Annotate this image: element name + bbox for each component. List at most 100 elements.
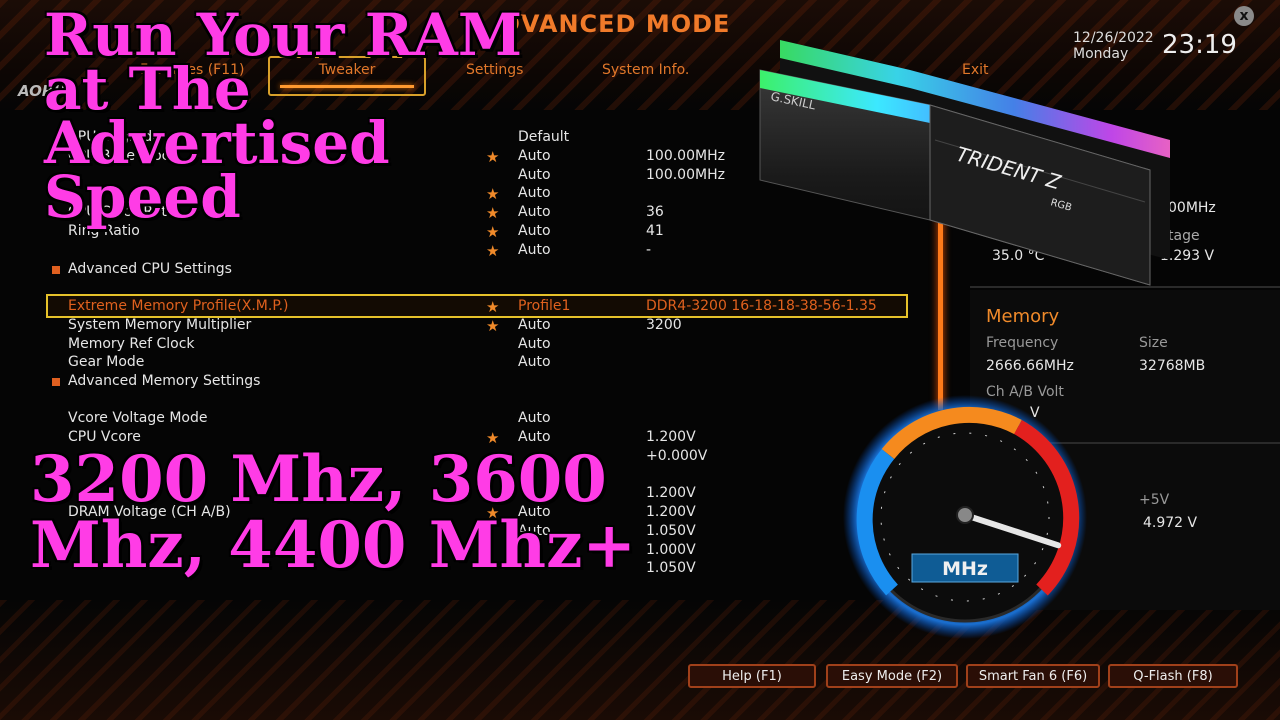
cpu-voltage-label: tage	[1168, 228, 1200, 244]
setting-value[interactable]: Auto	[518, 504, 551, 520]
current-value: 1.000V	[646, 541, 696, 558]
settings-row[interactable]: Auto 100.00MHz	[0, 167, 1000, 186]
speed-gauge: MHz	[843, 395, 1087, 639]
setting-value[interactable]: Auto	[518, 335, 551, 352]
setting-value[interactable]: Auto	[518, 241, 551, 258]
gauge-hub	[956, 506, 974, 524]
current-value: +0.000V	[646, 447, 708, 464]
favorite-star-icon[interactable]: ★	[486, 204, 500, 223]
setting-value[interactable]: Default	[518, 129, 570, 145]
weekday: Monday	[1073, 46, 1129, 62]
date: 12/26/2022	[1073, 30, 1154, 46]
settings-row[interactable]: Advanced Memory Settings	[0, 373, 1000, 392]
gauge-needle	[962, 512, 1062, 549]
date-display: 12/26/2022 Monday	[1073, 30, 1154, 62]
setting-name: DRAM Voltage (CH A/B)	[68, 504, 231, 520]
brand-logo: AORU	[18, 82, 66, 100]
easy-mode-button[interactable]: Easy Mode (F2)	[826, 664, 958, 688]
connector-line	[938, 210, 943, 410]
settings-row[interactable]: CPU Base Clock ★ Auto 100.00MHz	[0, 148, 1000, 167]
current-value: 41	[646, 223, 664, 239]
tab-tweaker[interactable]: Tweaker	[268, 56, 426, 96]
q-flash-button[interactable]: Q-Flash (F8)	[1108, 664, 1238, 688]
current-value: 36	[646, 204, 664, 221]
ram-sticks-image: G.SKILL TRIDENT Z RGB	[759, 40, 1170, 286]
gauge-unit-label: MHz	[942, 558, 988, 580]
settings-row[interactable]: Extreme Memory Profile(X.M.P.) ★ Profile1 D…	[0, 298, 1000, 317]
memory-voltage-label: Ch A/B Volt	[986, 384, 1064, 400]
settings-row[interactable]: Vcore Voltage Mode Auto	[0, 410, 1000, 429]
help-button[interactable]: Help (F1)	[688, 664, 816, 688]
settings-row[interactable]: 1.000V	[0, 542, 1000, 561]
settings-row[interactable]: 1.050V	[0, 560, 1000, 579]
setting-value[interactable]: Auto	[518, 204, 551, 221]
setting-name: Advanced CPU Settings	[68, 260, 232, 277]
settings-row[interactable]: +0.000V	[0, 448, 1000, 467]
setting-value[interactable]: Auto	[518, 354, 551, 371]
settings-row[interactable]: 1.200V	[0, 485, 1000, 504]
favorite-star-icon[interactable]: ★	[486, 241, 500, 260]
current-value: DDR4-3200 16-18-18-38-56-1.35	[646, 298, 877, 314]
settings-row[interactable]: ★ Auto	[0, 185, 1000, 204]
memory-frequency-label: Frequency	[986, 335, 1059, 351]
settings-row[interactable]: Auto 1.050V	[0, 523, 1000, 542]
setting-value[interactable]: Auto	[518, 428, 551, 445]
favorite-star-icon[interactable]: ★	[486, 316, 500, 335]
clock: 23:19	[1162, 30, 1237, 60]
setting-value[interactable]: Auto	[518, 185, 551, 202]
smart-fan-button[interactable]: Smart Fan 6 (F6)	[966, 664, 1100, 688]
favorite-star-icon[interactable]: ★	[486, 298, 500, 316]
tab-system-info[interactable]: System Info.	[602, 62, 690, 78]
tab-exit[interactable]: Exit	[962, 62, 989, 78]
cpu-temperature: 35.0 °C	[992, 248, 1045, 264]
favorite-star-icon[interactable]: ★	[486, 223, 500, 241]
settings-row[interactable]: System Memory Multiplier ★ Auto 3200	[0, 317, 1000, 336]
setting-name: System Memory Multiplier	[68, 316, 252, 333]
header-background	[0, 0, 1280, 110]
active-tab-indicator	[280, 85, 414, 88]
memory-section-title: Memory	[986, 306, 1060, 327]
settings-row[interactable]: ★ Auto -	[0, 242, 1000, 261]
setting-name: Vcore Voltage Mode	[68, 410, 208, 426]
current-value: 100.00MHz	[646, 166, 725, 183]
memory-size-label: Size	[1139, 335, 1168, 351]
current-value: 100.00MHz	[646, 147, 725, 164]
current-value: 3200	[646, 316, 682, 333]
setting-name: CPU Base Clock	[68, 147, 178, 164]
tab-tweaker-label: Tweaker	[318, 62, 376, 78]
setting-value[interactable]: Auto	[518, 147, 551, 164]
settings-row[interactable]: Advanced CPU Settings	[0, 261, 1000, 280]
plus5v-label: +5V	[1139, 492, 1170, 508]
tab-favorites[interactable]: Favorites (F11)	[140, 62, 245, 78]
current-value: 1.050V	[646, 522, 696, 539]
favorite-star-icon[interactable]: ★	[486, 147, 500, 166]
current-value: 1.200V	[646, 485, 696, 502]
favorite-star-icon[interactable]: ★	[486, 185, 500, 204]
current-value: -	[646, 241, 652, 258]
setting-value[interactable]: Auto	[518, 410, 551, 426]
setting-value[interactable]: Profile1	[518, 298, 571, 314]
side-divider	[970, 286, 1280, 288]
plus5v-value: 4.972 V	[1143, 515, 1198, 531]
setting-value[interactable]: Auto	[518, 166, 551, 183]
setting-value[interactable]: Auto	[518, 223, 551, 239]
favorite-star-icon[interactable]: ★	[486, 428, 500, 447]
cpu-frequency-value: 00MHz	[1168, 200, 1216, 216]
close-icon[interactable]: x	[1234, 6, 1254, 26]
setting-value[interactable]: Auto	[518, 316, 551, 333]
xmp-highlight[interactable]	[46, 294, 908, 318]
submenu-bullet-icon	[52, 265, 60, 274]
setting-value[interactable]: Auto	[518, 522, 551, 539]
setting-name: Extreme Memory Profile(X.M.P.)	[68, 298, 289, 314]
cpu-voltage-value: 1.293 V	[1160, 248, 1215, 264]
overlay-speeds: 3200 Mhz, 3600 Mhz, 4400 Mhz+	[29, 442, 637, 583]
favorite-star-icon[interactable]: ★	[486, 504, 500, 522]
tab-settings[interactable]: Settings	[466, 62, 524, 78]
